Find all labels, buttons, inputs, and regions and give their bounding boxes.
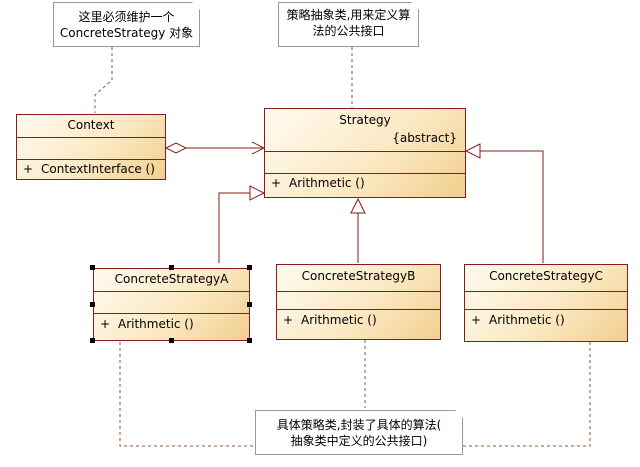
generalization-c-line xyxy=(480,150,544,263)
concrete-strategy-c-class[interactable]: ConcreteStrategyC + Arithmetic () xyxy=(464,264,628,342)
context-note-line2: ConcreteStrategy 对象 xyxy=(59,26,194,40)
selection-handle-middle-left[interactable] xyxy=(90,302,95,307)
concrete-strategy-c-operation[interactable]: + Arithmetic () xyxy=(471,313,565,327)
strategy-operation-label: Arithmetic () xyxy=(289,176,365,190)
context-operation-label: ContextInterface () xyxy=(41,162,155,176)
strategy-class[interactable]: Strategy {abstract} + Arithmetic () xyxy=(264,108,466,198)
selection-handle-top-left[interactable] xyxy=(90,265,95,270)
strategy-operation-visibility: + xyxy=(271,176,282,190)
concrete-note-line1: 具体策略类,封装了具体的算法( xyxy=(276,418,442,432)
strategy-class-name: Strategy xyxy=(339,113,391,127)
concrete-a-note-anchor xyxy=(119,342,255,447)
concrete-strategy-b-operation-label: Arithmetic () xyxy=(301,313,377,327)
concrete-strategy-b-operation[interactable]: + Arithmetic () xyxy=(283,313,377,327)
strategy-separator-1 xyxy=(265,151,465,152)
concrete-strategy-a-class[interactable]: ConcreteStrategyA + Arithmetic () xyxy=(93,268,250,341)
context-separator-2 xyxy=(17,159,165,160)
aggregation-diamond xyxy=(164,142,188,154)
selection-handle-bottom-right[interactable] xyxy=(247,338,252,343)
context-note-line1: 这里必须维护一个 xyxy=(78,10,175,24)
generalization-b-arrowhead xyxy=(350,197,366,214)
selection-handle-bottom-left[interactable] xyxy=(90,338,95,343)
strategy-separator-2 xyxy=(265,173,465,174)
concrete-strategy-b-separator-2 xyxy=(277,309,440,310)
concrete-strategy-b-operation-visibility: + xyxy=(283,313,294,327)
selection-handle-top-right[interactable] xyxy=(247,265,252,270)
generalization-a-arrowhead xyxy=(249,185,266,201)
context-class-name: Context xyxy=(67,118,115,132)
strategy-note-line1: 策略抽象类,用来定义算 xyxy=(286,8,411,22)
concrete-strategy-b-name: ConcreteStrategyB xyxy=(301,269,416,283)
concrete-strategy-c-operation-visibility: + xyxy=(471,313,482,327)
generalization-c-arrowhead xyxy=(464,143,481,159)
context-operation[interactable]: + ContextInterface () xyxy=(23,162,155,176)
concrete-strategy-a-separator-1 xyxy=(94,291,249,292)
concrete-strategy-c-separator-1 xyxy=(465,291,627,292)
concrete-strategy-a-operation-visibility: + xyxy=(100,317,111,331)
concrete-strategy-c-operation-label: Arithmetic () xyxy=(489,313,565,327)
concrete-strategy-a-operation[interactable]: + Arithmetic () xyxy=(100,317,194,331)
strategy-note-line2: 法的公共接口 xyxy=(312,24,385,38)
strategy-operation[interactable]: + Arithmetic () xyxy=(271,176,365,190)
concrete-strategy-a-name: ConcreteStrategyA xyxy=(114,272,229,286)
concrete-strategy-c-name: ConcreteStrategyC xyxy=(489,269,603,283)
generalization-a-line xyxy=(218,192,250,263)
strategy-note: 策略抽象类,用来定义算 法的公共接口 xyxy=(278,2,419,47)
context-separator-1 xyxy=(17,137,165,138)
concrete-strategy-a-separator-2 xyxy=(94,313,249,314)
concrete-strategy-a-operation-label: Arithmetic () xyxy=(118,317,194,331)
concrete-note-line2: 抽象类中定义的公共接口) xyxy=(290,434,428,448)
concrete-strategy-b-class[interactable]: ConcreteStrategyB + Arithmetic () xyxy=(276,264,441,340)
context-note: 这里必须维护一个 ConcreteStrategy 对象 xyxy=(53,2,200,47)
context-operation-visibility: + xyxy=(23,162,34,176)
concrete-strategy-b-separator-1 xyxy=(277,291,440,292)
selection-handle-top-middle[interactable] xyxy=(169,265,174,270)
concrete-strategy-c-separator-2 xyxy=(465,309,627,310)
context-class[interactable]: Context + ContextInterface () xyxy=(16,114,166,180)
concrete-note: 具体策略类,封装了具体的算法( 抽象类中定义的公共接口) xyxy=(255,410,463,455)
selection-handle-bottom-middle[interactable] xyxy=(169,338,174,343)
context-note-anchor xyxy=(94,47,113,113)
strategy-stereotype: {abstract} xyxy=(392,131,457,145)
concrete-c-note-anchor xyxy=(463,342,591,447)
selection-handle-middle-right[interactable] xyxy=(247,302,252,307)
